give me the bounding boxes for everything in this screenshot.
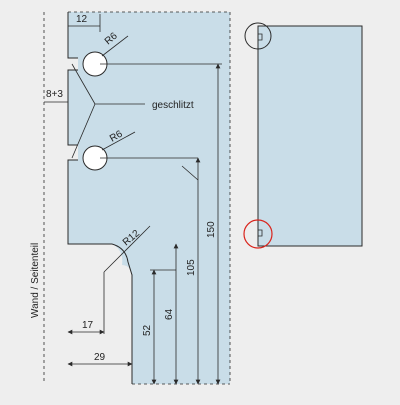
slot-leader-2 — [71, 103, 96, 159]
panel-profile-3 — [67, 159, 112, 245]
dim-gap-text: 8+3 — [46, 89, 63, 100]
r6-mid-leader — [101, 131, 136, 151]
wall-label: Wand / Seitenteil — [30, 243, 41, 318]
dim-12-text: 12 — [76, 14, 88, 25]
dim-150-text: 150 — [206, 221, 217, 238]
side-notch-bottom — [258, 229, 263, 237]
panel-profile-2 — [67, 69, 78, 146]
dim-64-text: 64 — [164, 308, 175, 320]
detail-circle-bottom — [243, 219, 273, 249]
corner-radius-edge — [111, 243, 133, 384]
side-notch-top — [258, 33, 263, 41]
glass-panel-main — [68, 12, 230, 384]
detail-circle-top — [244, 22, 272, 50]
dim-52-text: 52 — [142, 324, 153, 336]
dim-105-text: 105 — [186, 259, 197, 276]
dim-17-text: 17 — [82, 320, 94, 331]
slot-leader-1 — [71, 63, 96, 105]
panel-profile — [67, 12, 78, 59]
r12-leader — [103, 225, 151, 273]
ref-line-105 — [181, 165, 199, 181]
dim-29-text: 29 — [94, 352, 106, 363]
r6-top-leader — [101, 35, 129, 57]
slotted-label: geschlitzt — [152, 100, 194, 111]
side-view-panel — [257, 25, 363, 247]
